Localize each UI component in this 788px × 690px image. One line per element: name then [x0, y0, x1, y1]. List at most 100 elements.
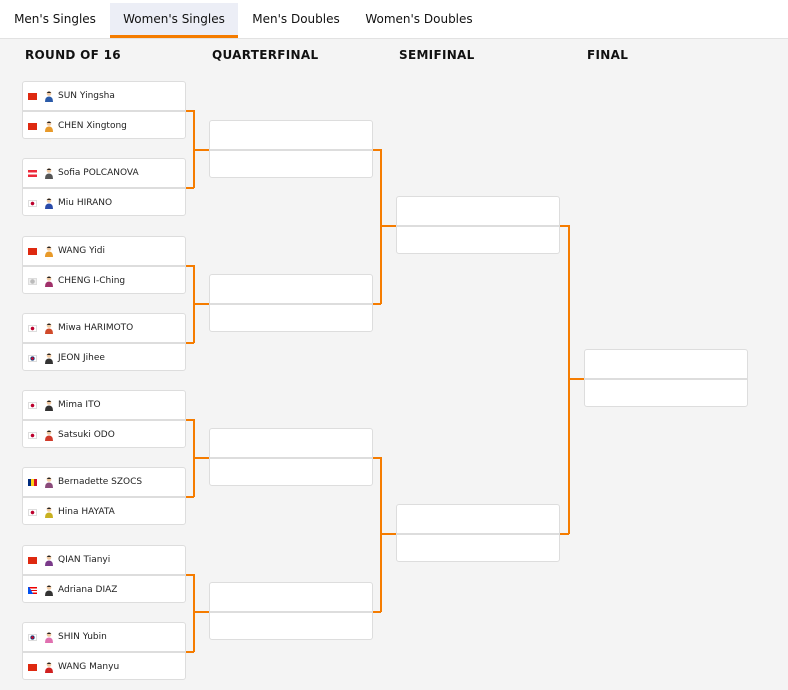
event-tabs: Men's Singles Women's Singles Men's Double… — [0, 0, 788, 39]
flag-icon-rou — [28, 478, 37, 486]
player-slot[interactable]: Bernadette SZOCS — [23, 468, 185, 496]
player-slot[interactable] — [210, 121, 372, 149]
player-slot[interactable]: Hina HAYATA — [23, 496, 185, 526]
round-header: FINAL — [587, 48, 629, 62]
flag-icon-chn — [28, 663, 37, 671]
player-avatar-icon — [44, 554, 54, 566]
player-slot[interactable]: Mima ITO — [23, 391, 185, 419]
player-name: CHEN Xingtong — [58, 121, 127, 131]
player-slot[interactable] — [210, 275, 372, 303]
bracket-connector — [380, 533, 396, 535]
round-header: QUARTERFINAL — [212, 48, 319, 62]
match-card[interactable] — [396, 504, 560, 562]
flag-icon-chn — [28, 556, 37, 564]
player-slot[interactable]: Adriana DIAZ — [23, 574, 185, 604]
player-avatar-icon — [44, 584, 54, 596]
player-name: JEON Jihee — [58, 353, 105, 363]
match-card[interactable] — [396, 196, 560, 254]
match-card[interactable] — [584, 349, 748, 407]
flag-icon-chn — [28, 247, 37, 255]
bracket-connector — [186, 496, 194, 498]
bracket-connector — [373, 457, 381, 459]
tab-women-s-singles[interactable]: Women's Singles — [110, 3, 238, 38]
player-avatar-icon — [44, 631, 54, 643]
player-slot[interactable] — [210, 149, 372, 179]
bracket-connector — [186, 342, 194, 344]
bracket-connector — [193, 149, 209, 151]
player-name: Mima ITO — [58, 400, 101, 410]
bracket-connector — [186, 419, 194, 421]
player-avatar-icon — [44, 275, 54, 287]
round-header: SEMIFINAL — [399, 48, 475, 62]
player-slot[interactable] — [210, 303, 372, 333]
bracket-connector — [186, 574, 194, 576]
flag-icon-kor — [28, 354, 37, 362]
tab-men-s-doubles[interactable]: Men's Doubles — [252, 12, 340, 26]
player-slot[interactable] — [397, 533, 559, 563]
bracket-connector — [186, 651, 194, 653]
match-card[interactable]: Miwa HARIMOTO JEON Jihee — [22, 313, 186, 371]
player-name: Miwa HARIMOTO — [58, 323, 134, 333]
player-slot[interactable]: QIAN Tianyi — [23, 546, 185, 574]
match-card[interactable]: Sofia POLCANOVA Miu HIRANO — [22, 158, 186, 216]
player-avatar-icon — [44, 90, 54, 102]
bracket-connector — [193, 574, 195, 652]
player-slot[interactable]: Sofia POLCANOVA — [23, 159, 185, 187]
flag-icon-jpn — [28, 508, 37, 516]
player-slot[interactable]: Miu HIRANO — [23, 187, 185, 217]
player-name: QIAN Tianyi — [58, 555, 111, 565]
player-avatar-icon — [44, 352, 54, 364]
tab-women-s-doubles[interactable]: Women's Doubles — [365, 12, 473, 26]
match-card[interactable] — [209, 428, 373, 486]
player-avatar-icon — [44, 506, 54, 518]
flag-icon-chn — [28, 92, 37, 100]
bracket-connector — [560, 533, 569, 535]
match-card[interactable] — [209, 274, 373, 332]
player-name: WANG Yidi — [58, 246, 106, 256]
player-slot[interactable] — [397, 197, 559, 225]
player-slot[interactable]: JEON Jihee — [23, 342, 185, 372]
player-slot[interactable]: SUN Yingsha — [23, 82, 185, 110]
player-slot[interactable]: Miwa HARIMOTO — [23, 314, 185, 342]
tab-men-s-singles[interactable]: Men's Singles — [14, 12, 96, 26]
bracket-connector — [568, 378, 584, 380]
flag-icon-jpn — [28, 199, 37, 207]
player-slot[interactable] — [585, 378, 747, 408]
player-slot[interactable]: CHENG I-Ching — [23, 265, 185, 295]
player-slot[interactable]: WANG Manyu — [23, 651, 185, 681]
player-avatar-icon — [44, 661, 54, 673]
flag-icon-tpe — [28, 277, 37, 285]
player-slot[interactable] — [397, 225, 559, 255]
player-slot[interactable] — [210, 611, 372, 641]
match-card[interactable] — [209, 120, 373, 178]
bracket-connector — [380, 457, 382, 612]
match-card[interactable] — [209, 582, 373, 640]
player-slot[interactable] — [210, 457, 372, 487]
player-avatar-icon — [44, 429, 54, 441]
flag-icon-pur — [28, 586, 37, 594]
player-slot[interactable] — [397, 505, 559, 533]
player-name: Satsuki ODO — [58, 430, 115, 440]
match-card[interactable]: Mima ITO Satsuki ODO — [22, 390, 186, 448]
player-slot[interactable] — [210, 429, 372, 457]
player-avatar-icon — [44, 399, 54, 411]
player-avatar-icon — [44, 197, 54, 209]
player-slot[interactable] — [585, 350, 747, 378]
player-slot[interactable]: CHEN Xingtong — [23, 110, 185, 140]
player-name: CHENG I-Ching — [58, 276, 126, 286]
bracket-connector — [380, 225, 396, 227]
round-header: ROUND OF 16 — [25, 48, 121, 62]
player-name: WANG Manyu — [58, 662, 120, 672]
player-slot[interactable]: WANG Yidi — [23, 237, 185, 265]
bracket-connector — [186, 110, 194, 112]
player-slot[interactable]: SHIN Yubin — [23, 623, 185, 651]
player-slot[interactable] — [210, 583, 372, 611]
flag-icon-jpn — [28, 431, 37, 439]
player-slot[interactable]: Satsuki ODO — [23, 419, 185, 449]
player-name: Miu HIRANO — [58, 198, 113, 208]
